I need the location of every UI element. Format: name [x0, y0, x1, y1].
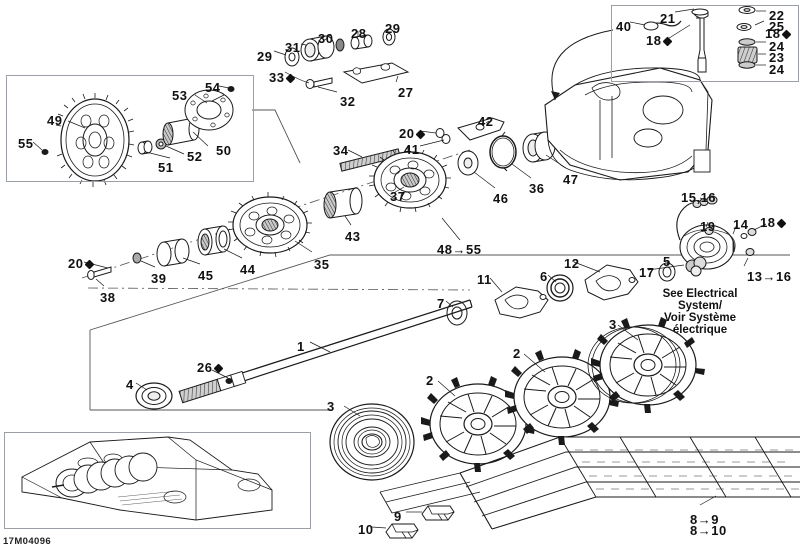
callout-17: 17 [639, 265, 655, 280]
callout-20: 20 [399, 127, 426, 140]
callout-44: 44 [240, 262, 256, 277]
inset-left-gear [6, 75, 254, 182]
callout-11: 11 [477, 272, 492, 287]
callout-4: 4 [126, 377, 134, 392]
callout-37: 37 [390, 189, 406, 204]
callout-43: 43 [345, 229, 361, 244]
diamond-marker-icon [777, 218, 787, 229]
callout-54: 54 [205, 80, 221, 95]
callout-47: 47 [563, 172, 579, 187]
callout-40: 40 [616, 19, 632, 34]
diamond-marker-icon [416, 129, 426, 140]
callout-3: 3 [327, 399, 335, 414]
callout-26: 26 [197, 361, 224, 374]
callout-8-10: 8→10 [690, 523, 727, 538]
callout-22: 22 [769, 8, 785, 23]
callout-42: 42 [478, 114, 494, 129]
callout-7: 7 [437, 296, 445, 311]
callout-24: 24 [769, 39, 785, 54]
callout-52: 52 [187, 149, 203, 164]
callout-27: 27 [398, 85, 414, 100]
callout-39: 39 [151, 271, 167, 286]
callout-20: 20 [68, 257, 95, 270]
diamond-marker-icon [663, 36, 673, 47]
callout-18: 18 [760, 216, 787, 229]
inset-top-right-bolt [611, 5, 799, 82]
callout-38: 38 [100, 290, 116, 305]
callout-24: 24 [769, 62, 785, 77]
electrical-system-note: See Electrical System/ Voir Système élec… [662, 288, 738, 336]
callout-41: 41 [404, 142, 420, 157]
callout-6: 6 [540, 269, 548, 284]
callout-10: 10 [358, 522, 374, 537]
diagram-code: 17M04096 [3, 536, 52, 547]
callout-51: 51 [158, 160, 174, 175]
inset-bottom-left-overview [4, 432, 311, 529]
callout-29: 29 [385, 21, 401, 36]
callout-55: 55 [18, 136, 34, 151]
callout-33: 33 [269, 71, 296, 84]
callout-15-16: 15,16 [681, 190, 717, 205]
callout-46: 46 [493, 191, 509, 206]
callout-31: 31 [285, 40, 301, 55]
callout-29: 29 [257, 49, 273, 64]
callout-50: 50 [216, 143, 232, 158]
diamond-marker-icon [286, 73, 296, 84]
callout-1: 1 [297, 339, 305, 354]
callout-25: 25 [769, 19, 785, 34]
callout-23: 23 [769, 50, 785, 65]
callout-34: 34 [333, 143, 349, 158]
callout-19: 19 [700, 219, 716, 234]
callout-13-16: 13→16 [747, 269, 792, 284]
diamond-marker-icon [85, 259, 95, 270]
callout-12: 12 [564, 256, 580, 271]
callout-3: 3 [609, 317, 617, 332]
callout-14: 14 [733, 217, 749, 232]
callout-36: 36 [529, 181, 545, 196]
callout-18: 18 [765, 27, 792, 40]
callout-30: 30 [318, 31, 334, 46]
callout-2: 2 [513, 346, 521, 361]
callout-8-9: 8→9 [690, 512, 719, 527]
callout-2: 2 [426, 373, 434, 388]
callout-49: 49 [47, 113, 63, 128]
callout-5: 5 [663, 254, 671, 269]
callout-45: 45 [198, 268, 214, 283]
callout-28: 28 [351, 26, 367, 41]
callout-53: 53 [172, 88, 188, 103]
callout-32: 32 [340, 94, 356, 109]
callout-18: 18 [646, 34, 673, 47]
callout-35: 35 [314, 257, 330, 272]
diamond-marker-icon [214, 363, 224, 374]
callout-9: 9 [394, 509, 402, 524]
callout-21: 21 [660, 11, 676, 26]
callout-48-55: 48→55 [437, 242, 482, 257]
